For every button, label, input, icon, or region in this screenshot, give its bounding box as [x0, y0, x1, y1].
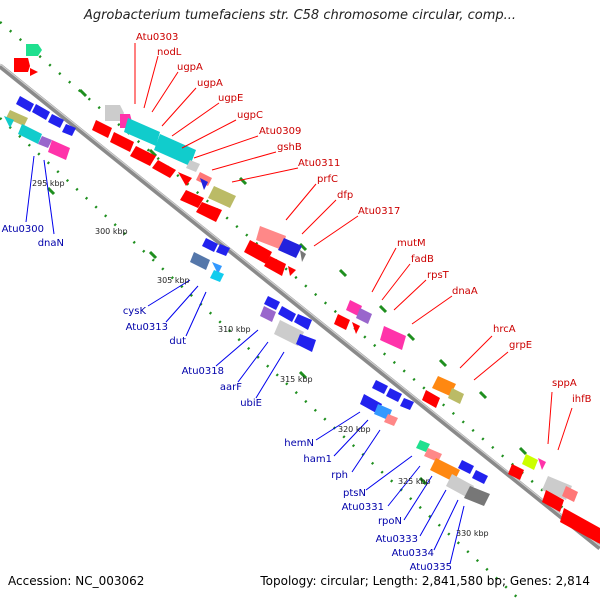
outer-guide-lower [0, 117, 521, 600]
gene-label-reverse[interactable]: dut [169, 336, 186, 347]
gene-label-forward[interactable]: prfC [317, 174, 338, 185]
tick-label: 320 kbp [338, 425, 371, 434]
map-title: Agrobacterium tumefaciens str. C58 chrom… [83, 8, 517, 23]
gene-label-reverse[interactable]: Atu0313 [126, 322, 168, 333]
gene-label-forward[interactable]: ugpA [197, 78, 223, 89]
gene-label-reverse[interactable]: hemN [284, 438, 314, 449]
gene-label-forward[interactable]: grpE [509, 340, 532, 351]
gene-label-reverse[interactable]: Atu0331 [342, 502, 384, 513]
gene-label-forward[interactable]: Atu0303 [136, 32, 178, 43]
gene-label-forward[interactable]: hrcA [493, 324, 516, 335]
gene-label-forward[interactable]: dnaA [452, 286, 478, 297]
gene-label-reverse[interactable]: aarF [220, 382, 242, 393]
tick-label: 305 kbp [157, 276, 190, 285]
tick-label: 315 kbp [280, 375, 313, 384]
tick-label: 330 kbp [456, 529, 489, 538]
gene-label-reverse[interactable]: cysK [123, 306, 147, 317]
gene-label-reverse[interactable]: ptsN [343, 488, 366, 499]
gene-label-forward[interactable]: sppA [552, 378, 577, 389]
gene-label-forward[interactable]: mutM [397, 238, 426, 249]
gene-label-reverse[interactable]: ubiE [240, 398, 262, 409]
gene-label-reverse[interactable]: Atu0333 [376, 534, 418, 545]
gene-label-forward[interactable]: ihfB [572, 394, 592, 405]
gene-label-reverse[interactable]: Atu0334 [392, 548, 434, 559]
gene-label-reverse[interactable]: rph [331, 470, 348, 481]
gene-label-forward[interactable]: Atu0311 [298, 158, 340, 169]
tick-label: 295 kbp [32, 179, 65, 188]
gene-label-reverse[interactable]: Atu0335 [410, 562, 452, 573]
gene-label-reverse[interactable]: dnaN [38, 238, 64, 249]
outer-guide-upper [0, 21, 600, 541]
gene-label-forward[interactable]: dfp [337, 190, 353, 201]
gene-label-reverse[interactable]: Atu0318 [182, 366, 224, 377]
gene-label-reverse[interactable]: Atu0300 [2, 224, 44, 235]
upper-label-leaders [134, 43, 573, 451]
tick-labels: 295 kbp 300 kbp 305 kbp 310 kbp 315 kbp 320… [32, 179, 489, 538]
reverse-genes[interactable] [4, 96, 490, 506]
upper-gene-labels[interactable]: Atu0303 nodL ugpA ugpA ugpE ugpC Atu0309 gsh… [136, 32, 592, 405]
chromosome-backbone [0, 64, 600, 550]
tick-label: 300 kbp [95, 227, 128, 236]
gene-label-forward[interactable]: fadB [411, 254, 434, 265]
gene-label-forward[interactable]: Atu0317 [358, 206, 400, 217]
major-ticks [46, 88, 528, 486]
gene-label-forward[interactable]: ugpC [237, 110, 263, 121]
lower-label-leaders [25, 155, 465, 565]
accession-text: Accession: NC_003062 [8, 574, 145, 588]
gene-label-forward[interactable]: Atu0309 [259, 126, 301, 137]
gene-label-forward[interactable]: ugpE [218, 93, 243, 104]
tick-label: 325 kbp [398, 477, 431, 486]
topology-summary: Topology: circular; Length: 2,841,580 bp… [260, 574, 590, 588]
forward-genes[interactable] [14, 44, 600, 544]
gene-label-reverse[interactable]: rpoN [378, 516, 402, 527]
gene-label-forward[interactable]: rpsT [427, 270, 450, 281]
gene-label-forward[interactable]: nodL [157, 47, 182, 58]
tick-label: 310 kbp [218, 325, 251, 334]
gene-label-forward[interactable]: gshB [277, 142, 302, 153]
gene-label-reverse[interactable]: ham1 [303, 454, 332, 465]
gene-label-forward[interactable]: ugpA [177, 62, 203, 73]
